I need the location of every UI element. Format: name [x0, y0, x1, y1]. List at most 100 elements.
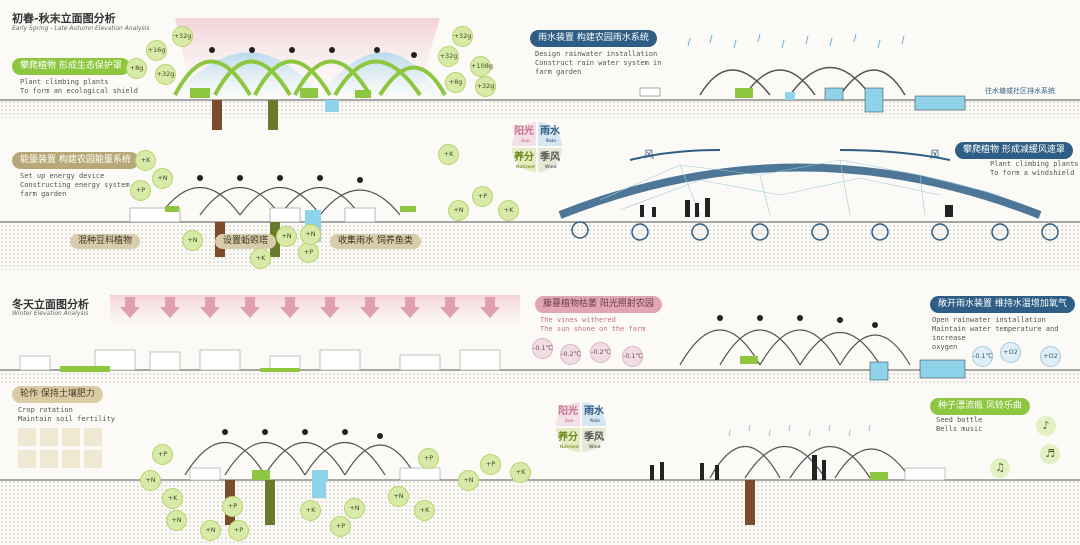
energy-bubble-6: +P: [472, 186, 493, 207]
quadrant-wind-en: Wind: [589, 444, 601, 449]
energy-note-line3: farm garden: [20, 190, 67, 198]
soil-bubble-3: +K: [162, 488, 183, 509]
seed-note-line1: Seed bottle: [936, 416, 983, 424]
top-title: 初春-秋末立面图分析: [12, 12, 116, 25]
vines-note-line1: The vines withered: [540, 316, 616, 324]
crop-icon: [62, 450, 80, 468]
o2-bubble-1: -0.1℃: [972, 346, 993, 367]
wind-arrow-left: [629, 149, 721, 161]
energy-note-line2: Constructing energy system of: [20, 181, 143, 189]
wind-char-right: 风: [930, 150, 940, 161]
energy-label: 能量装置 构建农园能量系统: [12, 152, 139, 169]
nutrient-right-3: +108g: [470, 56, 493, 77]
water-tanks-top-right: [639, 87, 966, 113]
o2-bubble-2: +O2: [1000, 342, 1021, 363]
planters-top-left: [190, 88, 371, 130]
people-silhouettes-bottom: [650, 455, 826, 480]
music-icon: ♬: [1040, 444, 1060, 464]
top-subtitle: Early Spring - Late Autumn Elevation Ana…: [12, 25, 150, 32]
seed-rain: [728, 424, 871, 437]
tag-worm-tower: 设置蚯蚓塔: [215, 234, 277, 249]
soil-band-bottom-top: [0, 370, 1080, 385]
soil-bubble-4: +P: [222, 496, 243, 517]
vines-label: 藤蔓植物枯萎 阳光照射农园: [535, 296, 662, 313]
quadrant-rain-text: 雨水: [540, 126, 560, 137]
soil-bubble-15: +K: [510, 462, 531, 483]
rainwater-note: Open rainwater installation Maintain wat…: [932, 316, 1080, 352]
arch-nodes-top: [209, 47, 417, 58]
rain-note-line3: farm garden: [535, 68, 582, 76]
rainwater-note-line1: Open rainwater installation: [932, 316, 1046, 324]
temp-bubble-4: -0.1℃: [622, 346, 643, 367]
winter-arch-nodes: [717, 315, 878, 328]
climb-note-line1: Plant climbing plants: [20, 78, 109, 86]
rain-note-line2: Construct rain water system in: [535, 59, 662, 67]
winter-arches-right: [679, 329, 911, 366]
quadrant-nutrient-en: Nutrient: [516, 164, 535, 169]
panel-divider: [0, 270, 1080, 282]
nutrient-right-2: +32g: [438, 46, 459, 67]
wind-arrow-right: [839, 149, 951, 161]
energy-note-line1: Set up energy device: [20, 172, 105, 180]
soil-bubble-11: +N: [388, 486, 409, 507]
rotation-arches: [184, 441, 416, 476]
crop-icon: [18, 450, 36, 468]
crop-icon: [84, 428, 102, 446]
crop-icon: [18, 428, 36, 446]
bottom-title: 冬天立面图分析: [12, 298, 89, 311]
seed-note: Seed bottle Bells music: [936, 416, 982, 434]
nutrient-right-5: +32g: [475, 76, 496, 97]
quadrant-nutrient-text: 养分: [514, 152, 534, 163]
green-arches-top: [173, 59, 447, 97]
soil-bubble-9: +P: [330, 516, 351, 537]
energy-note: Set up energy device Constructing energy…: [20, 172, 142, 199]
wind-note-line2: To form a windshield: [990, 169, 1075, 177]
climb-label: 攀爬植物 形成生态保护罩: [12, 58, 130, 75]
rainwater-note-line3: oxygen: [932, 343, 958, 351]
soil-band-bottom: [0, 480, 1080, 545]
energy-bubble-8: +N: [182, 230, 203, 251]
energy-bubble-1: +K: [135, 150, 156, 171]
rain-note: Design rainwater installation Construct …: [535, 50, 661, 77]
soil-bubble-5: +N: [166, 510, 187, 531]
soil-bubble-8: +K: [300, 500, 321, 521]
energy-bubble-5: +N: [448, 200, 469, 221]
soil-bubble-12: +K: [414, 500, 435, 521]
rotation-note-line2: Maintain soil fertility: [18, 415, 115, 423]
quadrant-rain-text: 雨水: [584, 406, 604, 417]
wind-mesh: [599, 159, 1001, 216]
quadrant-wind-text: 季风: [584, 432, 604, 443]
rotation-arch-nodes: [222, 429, 383, 439]
rotation-note: Crop rotation Maintain soil fertility: [18, 406, 115, 424]
nutrient-left-3: +8g: [126, 58, 147, 79]
winter-water: [740, 356, 966, 381]
soil-bubble-16: +P: [418, 448, 439, 469]
wind-note-line1: Plant climbing plants: [990, 160, 1079, 168]
quadrant-wind-en: Wind: [545, 164, 557, 169]
sun-arrows: [120, 297, 500, 318]
soil-bubble-10: +N: [344, 498, 365, 519]
energy-bubble-2: +N: [152, 168, 173, 189]
soil-bubble-1: +P: [152, 444, 173, 465]
seed-note-line2: Bells music: [936, 425, 983, 433]
music-icon: ♫: [990, 458, 1010, 478]
energy-bubble-7: +K: [498, 200, 519, 221]
soil-bubble-2: +N: [140, 470, 161, 491]
wind-dome: [558, 163, 1042, 219]
rain-arches-top: [699, 66, 906, 96]
climb-note: Plant climbing plants To form an ecologi…: [20, 78, 138, 96]
crop-icon: [40, 428, 58, 446]
nutrient-left-2: +16g: [146, 40, 167, 61]
rain-drops-top: [687, 33, 905, 49]
quadrant-wind-text: 季风: [540, 152, 560, 163]
vines-note: The vines withered The sun shone on the …: [540, 316, 645, 334]
